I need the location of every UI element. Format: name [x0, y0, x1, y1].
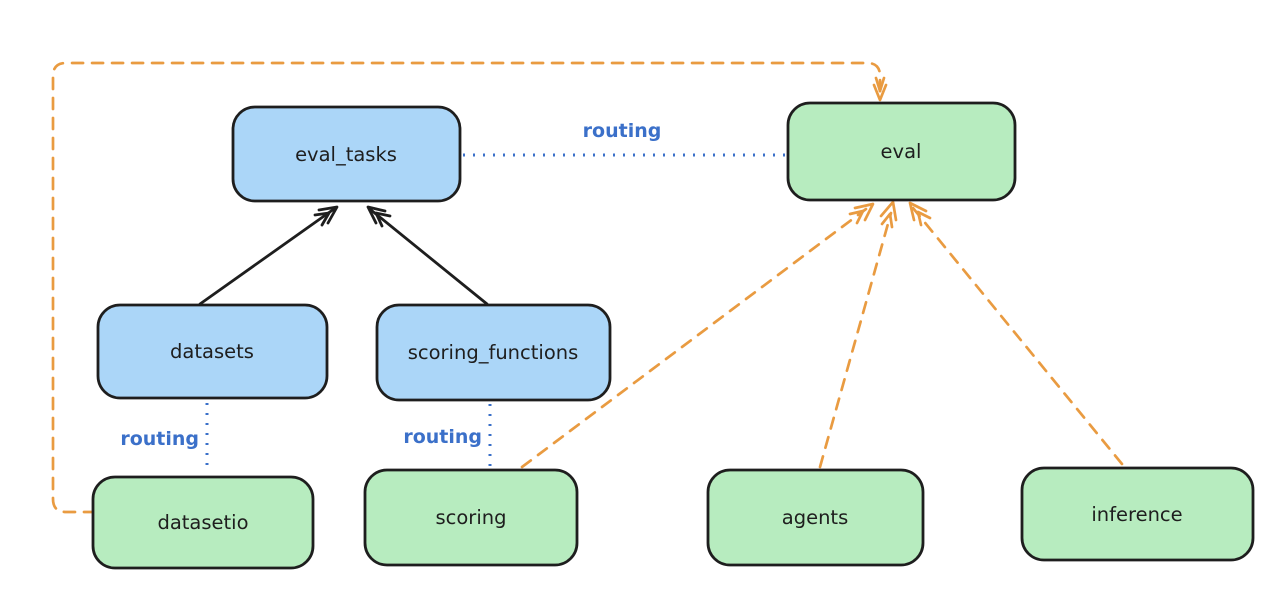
edge-inference-to-eval: [911, 206, 1124, 466]
node-scoring-functions: scoring_functions: [375, 303, 612, 402]
node-scoring-box: [363, 468, 579, 567]
arrowhead-agents-to-eval: [879, 200, 898, 222]
edges: [51, 61, 1124, 514]
node-scoring: scoring: [363, 468, 579, 567]
edge-scoring-to-eval: [520, 207, 868, 469]
edge-datasets-to-eval-tasks: [198, 207, 336, 306]
node-eval-box: [786, 101, 1017, 202]
node-datasets-box: [96, 303, 329, 400]
edge-agents-to-eval: [818, 211, 893, 469]
node-scoring-functions-label: scoring_functions: [408, 341, 579, 364]
node-eval-label: eval: [881, 140, 922, 163]
node-agents-box: [706, 468, 925, 567]
nodes: eval_tasks eval datasets scoring_functio…: [91, 101, 1255, 570]
routing-label-scoring-functions-scoring: routing: [403, 426, 482, 448]
edge-labels: routing routing routing: [120, 120, 661, 450]
node-agents: agents: [706, 468, 925, 567]
arrowhead2-datasets-to-eval-tasks: [313, 211, 331, 227]
arrowhead-datasets-to-eval-tasks: [317, 205, 339, 225]
node-eval-tasks-box: [231, 105, 462, 203]
node-inference-box: [1020, 466, 1255, 562]
arrowhead-scoring-functions-to-eval-tasks: [366, 205, 387, 225]
arrowhead-inference-to-eval: [908, 201, 928, 222]
node-datasetio: datasetio: [91, 475, 315, 570]
node-datasetio-label: datasetio: [157, 511, 248, 534]
node-eval: eval: [786, 101, 1017, 202]
edge-datasetio-to-eval: [51, 61, 882, 514]
arrowhead2-inference-to-eval: [916, 210, 932, 227]
arrowhead2-scoring-functions-to-eval-tasks: [374, 211, 392, 228]
node-agents-label: agents: [782, 506, 849, 529]
edge-scoring-functions-to-eval-tasks: [369, 208, 489, 306]
arrowhead-datasetio-to-eval: [872, 83, 888, 102]
node-scoring-label: scoring: [436, 506, 507, 529]
arrowhead2-scoring-to-eval: [848, 209, 865, 225]
routing-label-datasets-datasetio: routing: [120, 428, 199, 450]
node-datasets-label: datasets: [170, 340, 254, 363]
node-scoring-functions-box: [375, 303, 612, 402]
node-datasets: datasets: [96, 303, 329, 400]
node-inference-label: inference: [1091, 503, 1182, 526]
node-eval-tasks-label: eval_tasks: [295, 143, 397, 166]
arrowhead2-agents-to-eval: [880, 212, 894, 229]
node-datasetio-box: [91, 475, 315, 570]
arrowhead-scoring-to-eval: [853, 202, 875, 222]
node-eval-tasks: eval_tasks: [231, 105, 462, 203]
arrowhead2-datasetio-to-eval: [874, 76, 886, 93]
node-inference: inference: [1020, 466, 1255, 562]
routing-label-eval-tasks-eval: routing: [583, 120, 662, 142]
